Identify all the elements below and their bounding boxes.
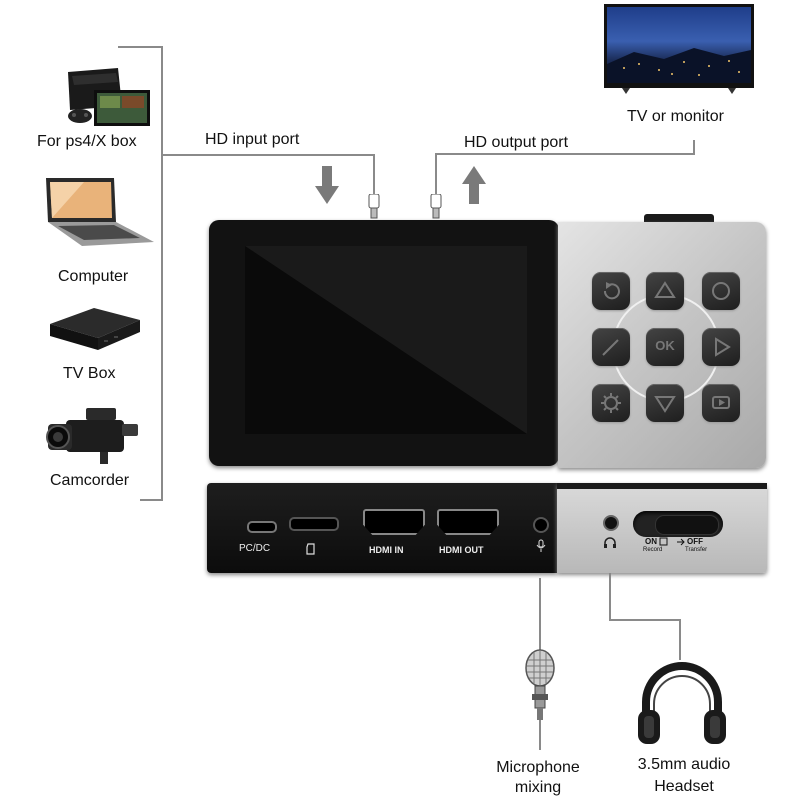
output-arrow-icon	[462, 166, 486, 204]
ok-label: OK	[655, 338, 675, 353]
source-label-camcorder: Camcorder	[50, 472, 130, 489]
input-arrow-icon	[315, 166, 339, 204]
right-button[interactable]	[702, 328, 740, 366]
game-console-icon	[68, 68, 150, 126]
microphone-label: Microphone mixing	[480, 758, 596, 798]
hdmi-input-plug-icon	[368, 194, 380, 219]
switch-transfer-label: Transfer	[685, 547, 708, 553]
tv-label: TV or monitor	[627, 108, 724, 125]
device-screen-body	[209, 220, 559, 466]
switch-record-label: Record	[643, 547, 663, 553]
switch-knob[interactable]	[655, 515, 719, 535]
back-button[interactable]	[592, 272, 630, 310]
headphone-small-icon	[604, 537, 616, 548]
microphone-icon	[525, 649, 555, 720]
camcorder-icon	[46, 408, 138, 464]
hdmi-in-port[interactable]	[363, 509, 425, 535]
headphone-jack[interactable]	[603, 515, 619, 531]
source-label-tv-box: TV Box	[63, 365, 116, 382]
record-small-icon	[659, 537, 668, 546]
left-button[interactable]	[592, 328, 630, 366]
sd-card-icon	[306, 543, 315, 555]
hdmi-output-plug-icon	[430, 194, 442, 219]
control-panel: OK	[558, 222, 766, 468]
sd-card-slot[interactable]	[289, 517, 339, 531]
top-power-button[interactable]	[644, 214, 714, 224]
headset-label: 3.5mm audio Headset	[618, 754, 750, 798]
input-port-label: HD input port	[205, 131, 300, 148]
display-screen	[245, 246, 527, 434]
hdmi-out-port[interactable]	[437, 509, 499, 535]
mic-jack[interactable]	[533, 517, 549, 533]
rear-panel-top-edge	[557, 483, 767, 489]
menu-button[interactable]	[702, 272, 740, 310]
source-label-computer: Computer	[58, 268, 129, 285]
switch-off-label: OFF	[687, 537, 703, 546]
laptop-icon	[46, 178, 154, 246]
tv-monitor-icon	[604, 4, 754, 94]
playback-button[interactable]	[702, 384, 740, 422]
hdmi-in-label: HDMI IN	[369, 545, 404, 555]
usb-c-port[interactable]	[247, 521, 277, 533]
rear-panel-black: PC/DC HDMI IN HDMI OUT	[207, 483, 557, 573]
headset-icon	[638, 662, 726, 744]
microphone-label-line1: Microphone	[496, 759, 580, 776]
ok-button[interactable]: OK	[646, 328, 684, 366]
pc-dc-label: PC/DC	[239, 543, 271, 554]
switch-on-label: ON	[645, 537, 657, 546]
down-button[interactable]	[646, 384, 684, 422]
headset-label-line2: Headset	[654, 778, 714, 795]
settings-button[interactable]	[592, 384, 630, 422]
record-transfer-switch[interactable]	[633, 511, 723, 537]
source-label-console: For ps4/X box	[37, 133, 137, 150]
headset-label-line1: 3.5mm audio	[637, 756, 731, 773]
tv-box-icon	[50, 308, 140, 350]
output-port-label: HD output port	[464, 134, 569, 151]
microphone-label-line2: mixing	[514, 779, 562, 796]
microphone-small-icon	[536, 539, 546, 552]
transfer-small-icon	[677, 538, 685, 546]
hdmi-out-label: HDMI OUT	[439, 545, 484, 555]
rear-panel-silver: ON Record OFF Transfer	[557, 483, 767, 573]
up-button[interactable]	[646, 272, 684, 310]
